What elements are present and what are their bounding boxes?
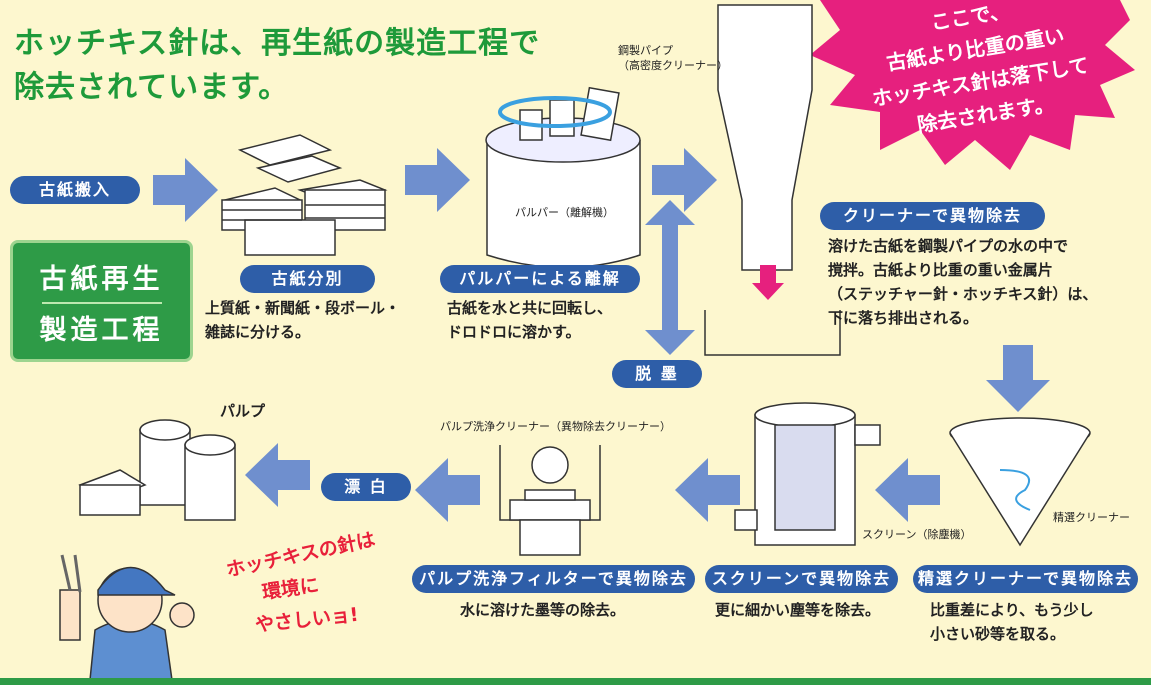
pulper-desc-1: 古紙を水と共に回転し、	[447, 299, 613, 317]
screen-desc: 更に細かい塵等を除去。	[715, 601, 881, 619]
arrow-right-1	[153, 158, 218, 222]
worker-illustration	[59, 554, 195, 681]
title-line-1: ホッチキス針は、再生紙の製造工程で	[14, 26, 541, 61]
arrow-right-3	[652, 148, 717, 212]
fine-desc: 比重差により、もう少し 小さい砂等を取る。	[930, 598, 1094, 646]
screen-illustration	[734, 402, 881, 546]
cleaner-desc-3: （ステッチャー針・ホッチキス針）は、	[828, 285, 1098, 303]
cleaner-desc-1: 溶けた古紙を鋼製パイプの水の中で	[828, 237, 1069, 255]
intake-label: 古紙搬入	[10, 176, 140, 204]
pipe-illustration	[704, 4, 841, 356]
burst-shape	[810, 0, 1135, 170]
page-title: ホッチキス針は、再生紙の製造工程で 除去されています。	[14, 22, 540, 110]
pulper-machine-label: パルパー（離解機）	[515, 206, 614, 219]
fine-label: 精選クリーナーで異物除去	[913, 565, 1138, 593]
deink-label: 脱 墨	[612, 360, 702, 388]
bleach-label: 漂 白	[321, 473, 411, 501]
sort-desc-1: 上質紙・新聞紙・段ボール・	[205, 299, 401, 317]
pipe-label-1: 鋼製パイプ	[618, 44, 673, 57]
washer-illustration	[499, 445, 601, 556]
badge-line-1: 古紙再生	[39, 264, 164, 295]
pulp-label: パルプ	[220, 402, 266, 420]
badge-divider	[41, 302, 162, 304]
pipe-label-2: （高密度クリーナー）	[618, 59, 728, 72]
pulper-desc-2: ドロドロに溶かす。	[447, 323, 581, 341]
screen-machine-label: スクリーン（除塵機）	[862, 528, 972, 541]
sort-desc: 上質紙・新聞紙・段ボール・ 雑誌に分ける。	[205, 296, 400, 344]
title-line-2: 除去されています。	[14, 70, 290, 105]
arrow-left-3	[415, 458, 480, 522]
process-badge: 古紙再生 製造工程	[10, 240, 193, 362]
bottom-bar	[0, 678, 1151, 685]
sort-label: 古紙分別	[240, 265, 375, 293]
fine-desc-1: 比重差により、もう少し	[930, 601, 1094, 619]
paper-stack-illustration	[221, 134, 388, 256]
arrow-down	[986, 345, 1050, 412]
arrow-left-4	[245, 443, 310, 507]
fine-machine-label: 精選クリーナー	[1053, 511, 1130, 524]
arrow-right-2	[405, 148, 470, 212]
cleaner-desc: 溶けた古紙を鋼製パイプの水の中で 撹拌。古紙より比重の重い金属片 （ステッチャー…	[828, 234, 1097, 330]
cleaner-desc-2: 撹拌。古紙より比重の重い金属片	[828, 261, 1053, 279]
fine-desc-2: 小さい砂等を取る。	[930, 625, 1066, 643]
pulper-label: パルパーによる離解	[440, 265, 640, 293]
badge-line-2: 製造工程	[39, 315, 164, 346]
arrow-left-1	[875, 458, 940, 522]
cleaner-label: クリーナーで異物除去	[820, 202, 1045, 230]
pulp-rolls-illustration	[78, 419, 236, 521]
wash-label: パルプ洗浄フィルターで異物除去	[412, 565, 695, 593]
pulper-desc: 古紙を水と共に回転し、 ドロドロに溶かす。	[447, 296, 612, 344]
wash-machine-label: パルプ洗浄クリーナー（異物除去クリーナー）	[440, 420, 671, 433]
pulper-illustration	[485, 86, 641, 269]
pipe-label: 鋼製パイプ （高密度クリーナー）	[618, 43, 728, 73]
cleaner-desc-4: 下に落ち排出される。	[828, 309, 979, 327]
cone-illustration	[949, 417, 1091, 547]
sort-desc-2: 雑誌に分ける。	[205, 323, 311, 341]
screen-label: スクリーンで異物除去	[705, 565, 898, 593]
wash-desc: 水に溶けた墨等の除去。	[460, 601, 626, 619]
arrow-vertical-deink	[645, 200, 695, 355]
arrow-left-2	[675, 458, 740, 522]
